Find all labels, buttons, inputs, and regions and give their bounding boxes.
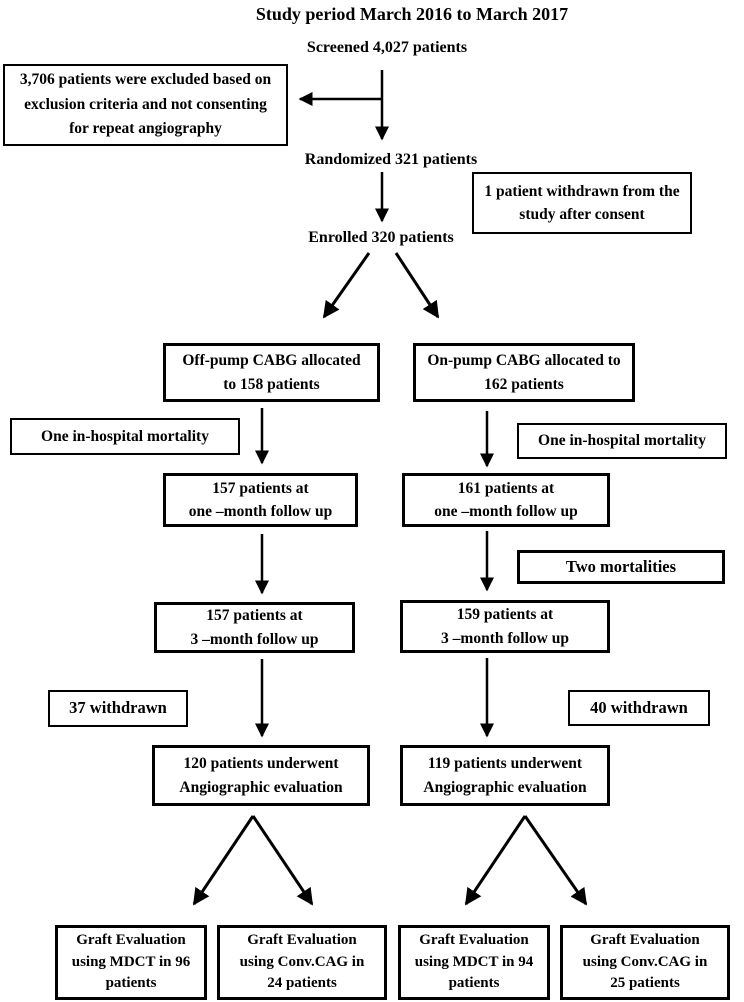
randomized-label: Randomized 321 patients [304,151,478,168]
offpump-allocated-box: Off-pump CABG allocated to 158 patients [163,343,380,402]
excluded-box: 3,706 patients were excluded based on ex… [3,64,288,146]
offpump-three-month-box: 157 patients at 3 –month follow up [154,602,355,653]
enrolled-label: Enrolled 320 patients [308,229,454,246]
onpump-graft-mdct-box: Graft Evaluation using MDCT in 94 patien… [398,925,550,1000]
screened-label: Screened 4,027 patients [306,39,468,56]
onpump-allocated-box: On-pump CABG allocated to 162 patients [413,343,635,402]
onpump-one-month-box: 161 patients at one –month follow up [402,473,610,527]
arrow-enrolled-to-onpump [394,252,440,319]
onpump-angio-box: 119 patients underwent Angiographic eval… [400,745,610,806]
onpump-graft-cag-box: Graft Evaluation using Conv.CAG in 25 pa… [560,925,730,1000]
arrow-offpump-angio-to-mdct [192,815,255,906]
arrow-onpump-angio-to-cag [523,815,588,906]
withdrawn-after-consent-box: 1 patient withdrawn from the study after… [472,172,692,234]
arrow-onpump-angio-to-mdct [464,815,527,906]
offpump-graft-cag-box: Graft Evaluation using Conv.CAG in 24 pa… [217,925,387,1000]
offpump-one-month-box: 157 patients at one –month follow up [163,473,358,527]
onpump-withdrawn-box: 40 withdrawn [568,690,710,726]
offpump-angio-box: 120 patients underwent Angiographic eval… [152,745,370,806]
onpump-mortality-box: One in-hospital mortality [517,423,727,459]
diagram-title: Study period March 2016 to March 2017 [255,4,569,24]
two-mortalities-box: Two mortalities [517,550,725,584]
offpump-withdrawn-box: 37 withdrawn [48,690,188,727]
offpump-graft-mdct-box: Graft Evaluation using MDCT in 96 patien… [55,925,207,1000]
arrow-enrolled-to-offpump [322,252,371,319]
arrow-offpump-angio-to-cag [251,815,314,906]
onpump-three-month-box: 159 patients at 3 –month follow up [400,600,610,653]
offpump-mortality-box: One in-hospital mortality [10,418,240,455]
